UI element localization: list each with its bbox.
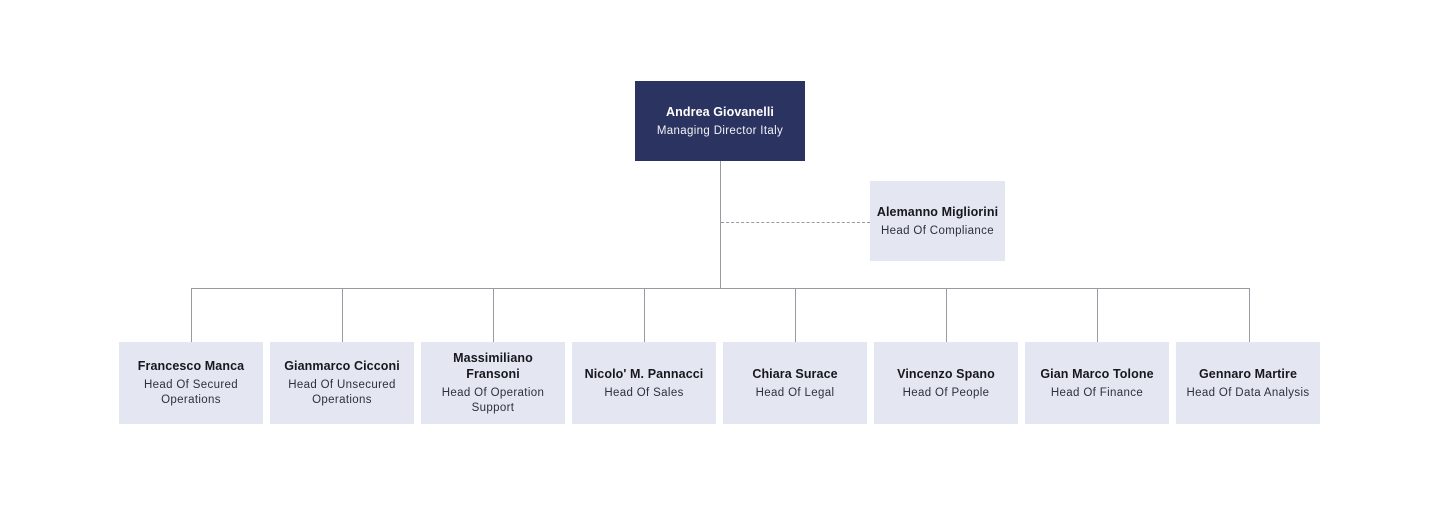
node-child-sales[interactable]: Nicolo' M. Pannacci Head Of Sales: [572, 342, 716, 424]
node-title: Head Of Unsecured Operations: [288, 379, 396, 406]
node-title: Managing Director Italy: [656, 124, 784, 137]
node-title: Head Of Finance: [1050, 386, 1144, 399]
connector-drop-6: [946, 288, 947, 342]
node-name: Alemanno Migliorini: [876, 204, 999, 219]
node-title: Head Of Compliance: [880, 224, 995, 237]
node-child-people[interactable]: Vincenzo Spano Head Of People: [874, 342, 1018, 424]
node-child-data-analysis[interactable]: Gennaro Martire Head Of Data Analysis: [1176, 342, 1320, 424]
node-staff-compliance[interactable]: Alemanno Migliorini Head Of Compliance: [870, 181, 1005, 261]
node-child-operation-support[interactable]: Massimiliano Fransoni Head Of Operation …: [421, 342, 565, 424]
connector-drop-5: [795, 288, 796, 342]
node-name: Nicolo' M. Pannacci: [584, 366, 704, 381]
connector-drop-2: [342, 288, 343, 342]
node-name: Massimiliano Fransoni: [453, 351, 533, 381]
node-name: Vincenzo Spano: [897, 366, 995, 381]
connector-horizontal-bus: [191, 288, 1250, 289]
connector-staff-dashed: [721, 222, 870, 223]
node-title: Head Of Data Analysis: [1186, 386, 1310, 399]
node-name: Francesco Manca: [137, 359, 245, 373]
connector-drop-8: [1249, 288, 1250, 342]
node-child-legal[interactable]: Chiara Surace Head Of Legal: [723, 342, 867, 424]
connector-drop-3: [493, 288, 494, 342]
node-name: Gian Marco Tolone: [1040, 366, 1154, 381]
node-title: Head Of People: [902, 386, 990, 399]
connector-drop-1: [191, 288, 192, 342]
connector-root-stem: [720, 161, 721, 288]
node-child-finance[interactable]: Gian Marco Tolone Head Of Finance: [1025, 342, 1169, 424]
node-name: Chiara Surace: [752, 366, 838, 381]
node-title: Head Of Secured Operations: [143, 379, 239, 406]
node-title: Head Of Legal: [755, 386, 835, 399]
node-child-unsecured-operations[interactable]: Gianmarco Cicconi Head Of Unsecured Oper…: [270, 342, 414, 424]
connector-drop-7: [1097, 288, 1098, 342]
node-child-secured-operations[interactable]: Francesco Manca Head Of Secured Operatio…: [119, 342, 263, 424]
node-name: Gennaro Martire: [1198, 366, 1298, 381]
node-title: Head Of Operation Support: [441, 387, 545, 414]
node-title: Head Of Sales: [604, 386, 684, 399]
node-name: Gianmarco Cicconi: [284, 359, 400, 373]
connector-drop-4: [644, 288, 645, 342]
node-root-managing-director[interactable]: Andrea Giovanelli Managing Director Ital…: [635, 81, 805, 161]
node-name: Andrea Giovanelli: [666, 104, 774, 119]
